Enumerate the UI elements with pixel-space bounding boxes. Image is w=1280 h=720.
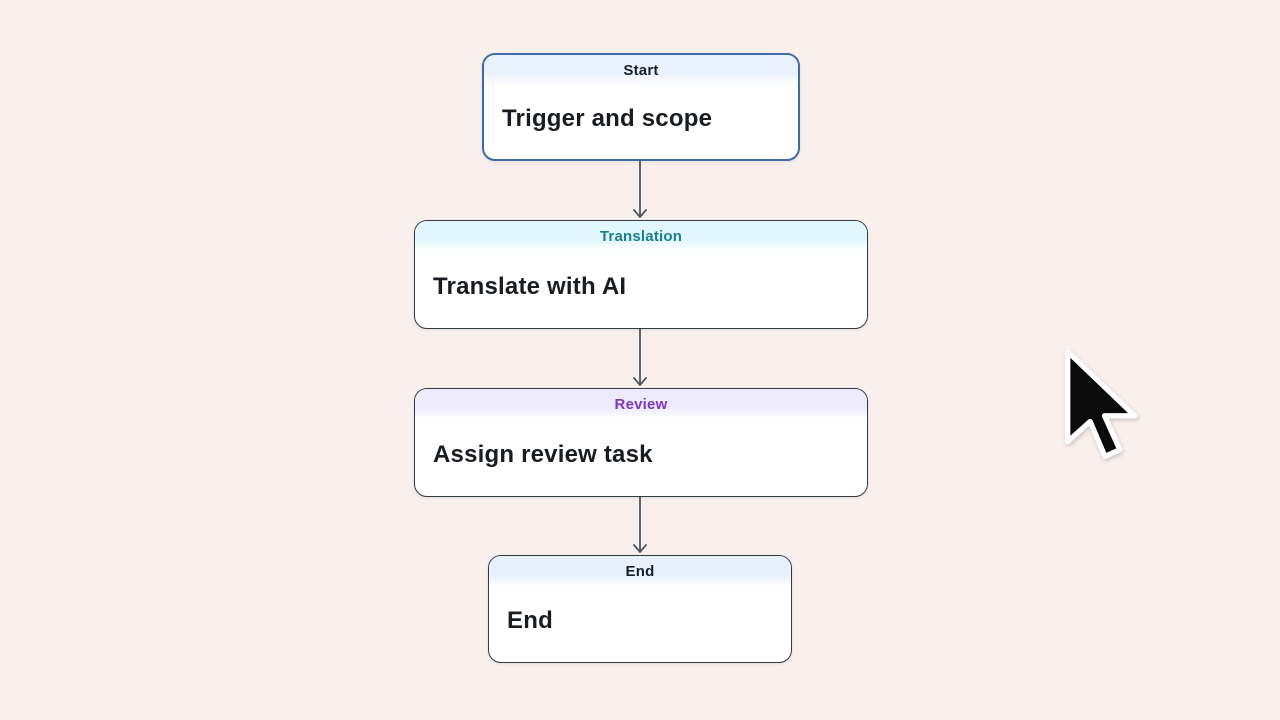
node-body-label: Assign review task <box>433 440 653 468</box>
node-body: Translate with AI <box>415 251 867 328</box>
arrow-down-icon <box>633 329 647 386</box>
flow-node-end[interactable]: End End <box>488 555 792 663</box>
node-header: Translation <box>415 221 867 251</box>
arrow-down-icon <box>633 497 647 553</box>
connector-arrow <box>631 160 649 220</box>
flow-node-review[interactable]: Review Assign review task <box>414 388 868 497</box>
node-header-label: End <box>625 562 655 580</box>
connector-arrow <box>631 496 649 556</box>
flow-node-start[interactable]: Start Trigger and scope <box>482 53 800 161</box>
node-body-label: End <box>507 607 553 634</box>
node-header-label: Start <box>623 61 659 79</box>
mouse-cursor-icon <box>1062 347 1148 473</box>
node-body-label: Trigger and scope <box>502 105 713 132</box>
node-body: Trigger and scope <box>484 85 798 159</box>
arrow-down-icon <box>633 161 647 218</box>
node-header: Review <box>415 389 867 419</box>
node-header: Start <box>484 55 798 85</box>
connector-arrow <box>631 328 649 388</box>
node-header-label: Review <box>614 395 668 413</box>
node-body-label: Translate with AI <box>433 272 627 300</box>
node-body: Assign review task <box>415 419 867 496</box>
node-header: End <box>489 556 791 586</box>
node-header-label: Translation <box>599 227 683 245</box>
flow-node-translation[interactable]: Translation Translate with AI <box>414 220 868 329</box>
node-body: End <box>489 586 791 662</box>
arrow-cursor-icon <box>1065 349 1138 459</box>
